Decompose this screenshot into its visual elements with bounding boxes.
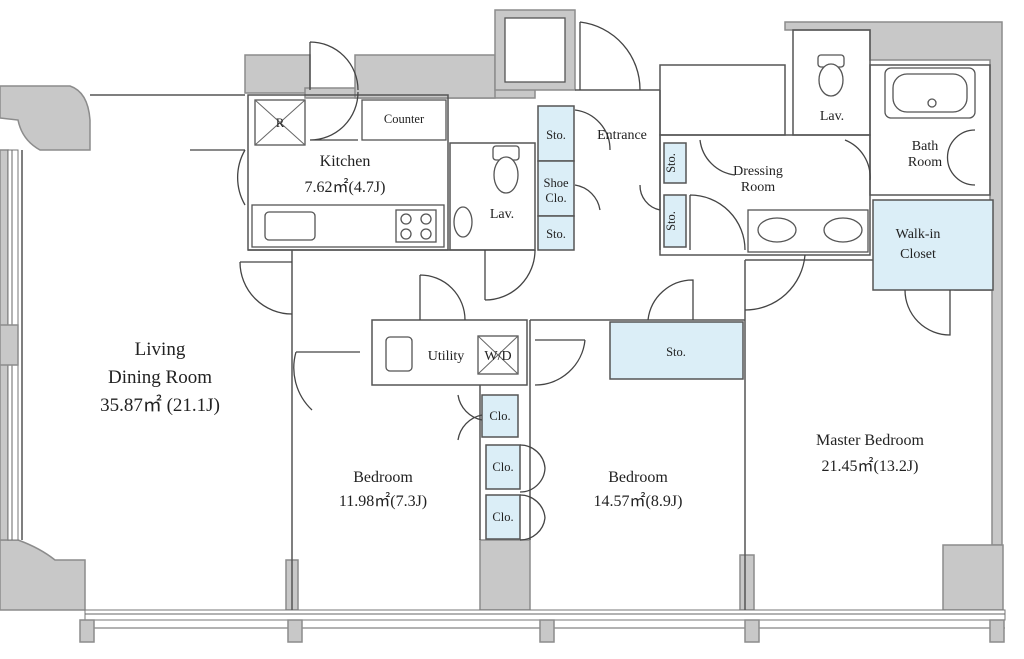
storage-large: [609, 321, 744, 380]
dressing-room-label: Room: [741, 180, 775, 195]
sto-entrance-bottom-label: Sto.: [546, 227, 566, 241]
sto-small-2-label: Sto.: [664, 211, 678, 231]
counter-label: Counter: [384, 112, 425, 126]
lav-label-kitchen: Lav.: [490, 207, 514, 222]
utility-label: Utility: [428, 349, 465, 364]
clo-3-label: Clo.: [492, 510, 513, 524]
sink-icon: [264, 211, 316, 241]
wd-label: W/D: [484, 349, 511, 364]
sto-small-1-label: Sto.: [664, 153, 678, 173]
storage-areas: [481, 105, 994, 540]
basin-icon-2: [823, 217, 863, 243]
fixtures: [251, 54, 976, 375]
closet-label: Closet: [900, 247, 936, 262]
dressing-label: Dressing: [733, 164, 783, 179]
shoe-label: Shoe: [544, 176, 569, 190]
window-rails: [0, 149, 1006, 643]
entrance-label: Entrance: [597, 128, 647, 143]
master-bedroom-label: Master Bedroom: [816, 432, 925, 449]
master-area-label: 21.45㎡(13.2J): [822, 457, 919, 475]
bath-label: Bath: [912, 139, 938, 154]
storage-large-label: Sto.: [666, 345, 686, 359]
bedroom1-label: Bedroom: [353, 469, 413, 486]
living-area-label: 35.87㎡ (21.1J): [100, 393, 220, 416]
dining-room-label: Dining Room: [108, 367, 212, 388]
partitions: [21, 29, 991, 610]
doors: [190, 21, 976, 541]
sto-small-2: [663, 194, 687, 248]
kitchen-area-label: 7.62㎡(4.7J): [305, 178, 386, 196]
clo-1-label: Clo.: [489, 409, 510, 423]
bedroom2-area-label: 14.57㎡(8.9J): [594, 492, 683, 510]
clo-1: [481, 394, 519, 438]
sto-entrance-top: [537, 105, 575, 162]
walkin-label: Walk-in: [896, 227, 941, 242]
clo-2: [485, 444, 521, 490]
washbasin-icon: [453, 206, 473, 238]
bath-room-label: Room: [908, 155, 942, 170]
shoe-clo-label: Clo.: [545, 191, 566, 205]
sto-entrance-top-label: Sto.: [546, 128, 566, 142]
utility-sink-icon: [385, 336, 413, 372]
bedroom1-area-label: 11.98㎡(7.3J): [339, 492, 427, 510]
sto-entrance-bottom: [537, 215, 575, 251]
bedroom2-label: Bedroom: [608, 469, 668, 486]
clo-3: [485, 494, 521, 540]
lav-label-upper: Lav.: [820, 109, 844, 124]
living-label: Living: [135, 339, 186, 360]
basin-icon-1: [757, 217, 797, 243]
kitchen-label: Kitchen: [320, 153, 371, 170]
clo-2-label: Clo.: [492, 460, 513, 474]
shoe-closet: [537, 160, 575, 217]
labels: Living Dining Room 35.87㎡ (21.1J) Kitche…: [100, 109, 942, 524]
refrigerator-label: R: [276, 116, 285, 130]
walk-in-closet: [872, 199, 994, 291]
counter-icon: [361, 99, 447, 141]
sto-small-1: [663, 142, 687, 184]
